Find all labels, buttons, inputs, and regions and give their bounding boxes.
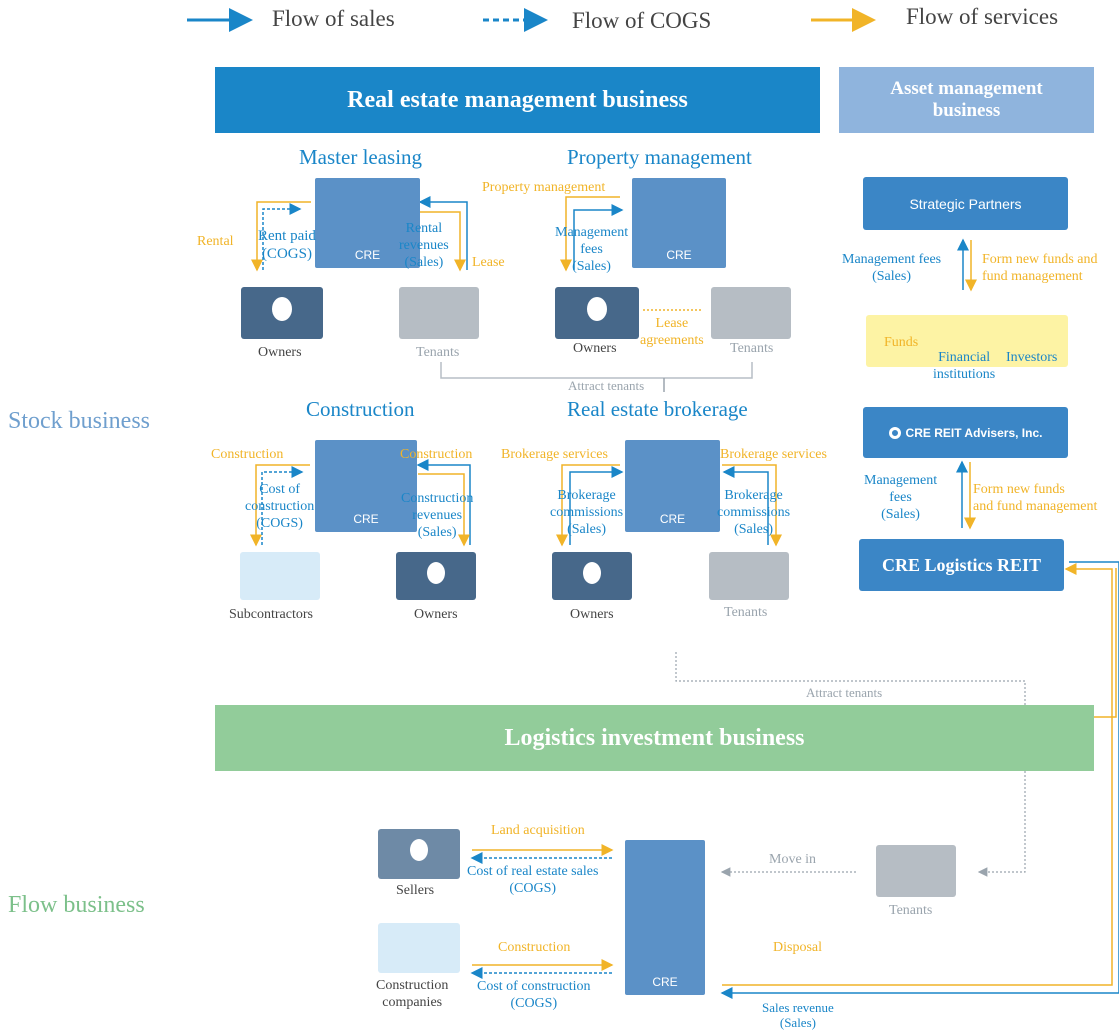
master-leasing-title: Master leasing [299, 145, 423, 169]
owners-label: Owners [258, 345, 302, 360]
attract-tenants-mid-label: Attract tenants [806, 685, 883, 700]
owners-label: Owners [573, 341, 617, 356]
construction-revenues-label: Construction revenues (Sales) [401, 491, 474, 540]
form-new-funds-label-1: Form new funds and fund management [982, 252, 1098, 284]
attract-tenants-label: Attract tenants [568, 378, 645, 393]
cost-of-real-estate-sales-label: Cost of real estate sales (COGS) [467, 864, 599, 896]
owners-icon [552, 552, 632, 600]
real-estate-banner: Real estate management business [215, 67, 820, 133]
legend-cogs-label: Flow of COGS [572, 8, 712, 33]
cre-reit-advisers-box: CRE REIT Advisers, Inc. [863, 407, 1068, 458]
cre-building-icon: CRE [315, 178, 420, 268]
cre-building-icon: CRE [632, 178, 726, 268]
funds-box [866, 315, 1068, 367]
logistics-banner: Logistics investment business [215, 705, 1094, 771]
form-new-funds-label-2: Form new funds and fund management [973, 482, 1098, 514]
sales-revenue-label: Sales revenue (Sales) [762, 1000, 834, 1030]
brokerage-commissions-left-label: Brokerage commissions (Sales) [550, 488, 624, 537]
rental-label: Rental [197, 234, 234, 249]
tenants-label: Tenants [416, 345, 460, 360]
legend-services-label: Flow of services [906, 4, 1059, 29]
funds-label: Funds [884, 335, 919, 350]
strategic-partners-box: Strategic Partners [863, 177, 1068, 230]
cre-logistics-reit-box: CRE Logistics REIT [859, 539, 1064, 591]
brokerage-title: Real estate brokerage [567, 397, 748, 421]
owners-label: Owners [414, 607, 458, 622]
logistics-tenants-label: Tenants [889, 903, 933, 918]
move-in-label: Move in [769, 852, 817, 867]
sellers-label: Sellers [396, 883, 435, 898]
owners-icon [396, 552, 476, 600]
lease-label: Lease [472, 255, 505, 270]
rental-revenues-label: Rental revenues (Sales) [399, 221, 449, 270]
lease-agreements-label: Lease agreements [640, 316, 704, 348]
tenants-icon [876, 845, 956, 897]
construction-title: Construction [306, 397, 415, 421]
owners-icon [241, 287, 323, 339]
construction-service-right-label: Construction [400, 447, 473, 462]
owners-icon [555, 287, 639, 339]
cre-logo-icon [888, 426, 901, 439]
brokerage-commissions-right-label: Brokerage commissions (Sales) [717, 488, 791, 537]
tenants-icon [709, 552, 789, 600]
cost-of-construction-label: Cost of construction (COGS) [245, 482, 315, 531]
property-management-service-label: Property management [482, 180, 606, 195]
investors-label: Investors [1006, 350, 1058, 365]
flow-business-label: Flow business [8, 892, 145, 918]
management-fees-label: Management fees (Sales) [555, 225, 629, 274]
construction-companies-icon [378, 923, 460, 973]
land-acquisition-label: Land acquisition [491, 823, 585, 838]
property-management-title: Property management [567, 145, 752, 169]
logistics-construction-label: Construction [498, 940, 571, 955]
cre-building-icon: CRE [315, 440, 417, 532]
logistics-cost-of-construction-label: Cost of construction (COGS) [477, 979, 591, 1011]
construction-companies-label: Construction companies [376, 978, 449, 1010]
financial-institutions-label: Financial institutions [933, 350, 996, 382]
brokerage-service-right-label: Brokerage services [720, 447, 827, 462]
asset-management-fees-label-1: Management fees (Sales) [842, 252, 942, 284]
tenants-label: Tenants [730, 341, 774, 356]
owners-label: Owners [570, 607, 614, 622]
cre-reit-advisers-label: CRE REIT Advisers, Inc. [905, 425, 1043, 440]
tenants-label: Tenants [724, 605, 768, 620]
legend-sales-label: Flow of sales [272, 6, 395, 31]
brokerage-service-left-label: Brokerage services [501, 447, 608, 462]
stock-business-label: Stock business [8, 408, 151, 434]
rent-paid-label: Rent paid (COGS) [258, 228, 316, 262]
subcontractors-label: Subcontractors [229, 607, 313, 622]
sellers-icon [378, 829, 460, 879]
cre-logistics-building-icon: CRE [625, 840, 705, 995]
asset-management-banner: Asset management business [839, 67, 1094, 133]
asset-management-fees-label-2: Management fees (Sales) [864, 473, 938, 522]
subcontractors-icon [240, 552, 320, 600]
tenants-icon [711, 287, 791, 339]
construction-service-left-label: Construction [211, 447, 284, 462]
disposal-label: Disposal [773, 940, 822, 955]
cre-building-icon: CRE [625, 440, 720, 532]
tenants-icon [399, 287, 479, 339]
